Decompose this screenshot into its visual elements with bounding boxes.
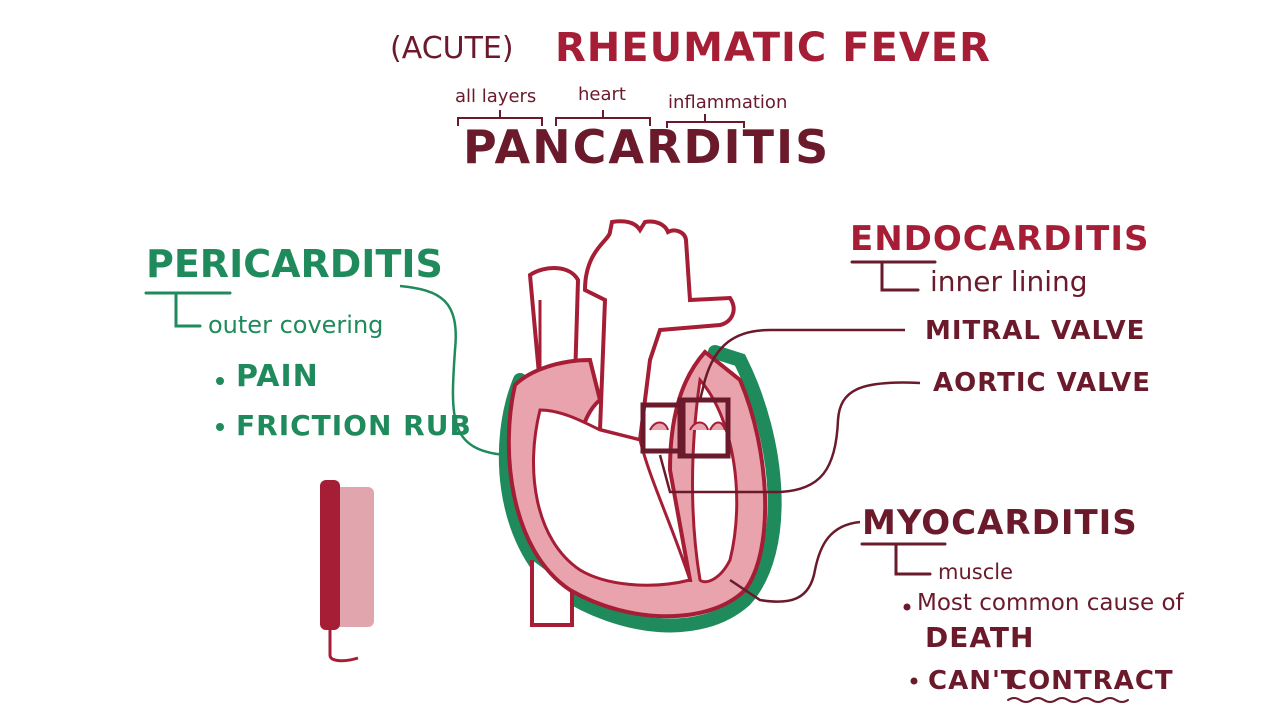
pericarditis-leader xyxy=(399,284,506,457)
marker-pen xyxy=(320,480,374,663)
aorta xyxy=(582,219,736,443)
aortic-valve-label: AORTIC VALVE xyxy=(933,368,1151,398)
part-inflammation: inflammation xyxy=(668,92,788,113)
myocarditis-bullet-death-line1: Most common cause of xyxy=(917,590,1184,616)
pericardium-outline xyxy=(498,345,782,633)
myocarditis-subtitle: muscle xyxy=(938,560,1014,584)
heart-illustration xyxy=(498,219,782,633)
myocarditis-bullet-death-line2: DEATH xyxy=(925,621,1035,654)
aortic-leader xyxy=(658,381,921,494)
myocarditis-bullet-contract: CONTRACT xyxy=(1008,666,1174,696)
myocarditis-title: MYOCARDITIS xyxy=(862,503,1138,543)
myocarditis-bullet-cant: CAN'T xyxy=(928,666,1020,696)
pericarditis-bullet-pain: PAIN xyxy=(236,359,319,394)
title-prefix: (ACUTE) xyxy=(390,31,514,66)
pancarditis-brackets xyxy=(457,110,745,128)
part-all-layers: all layers xyxy=(455,86,537,107)
bullet-dots xyxy=(216,377,918,685)
leader-lines xyxy=(399,284,921,603)
mitral-valve-box xyxy=(677,397,731,459)
pericarditis-bullet-friction: FRICTION RUB xyxy=(236,409,472,442)
mitral-leader xyxy=(698,328,905,401)
endocarditis-subtitle: inner lining xyxy=(930,265,1088,298)
pericarditis-title: PERICARDITIS xyxy=(146,242,443,286)
myocarditis-leader xyxy=(729,520,861,603)
mitral-valve-label: MITRAL VALVE xyxy=(925,316,1146,346)
pericarditis-subtitle: outer covering xyxy=(208,311,384,339)
endocarditis-title: ENDOCARDITIS xyxy=(850,219,1150,259)
page-title: RHEUMATIC FEVER xyxy=(555,25,991,71)
aortic-valve-box xyxy=(640,402,686,454)
pancarditis-title: PANCARDITIS xyxy=(463,120,831,174)
part-heart: heart xyxy=(578,84,626,105)
